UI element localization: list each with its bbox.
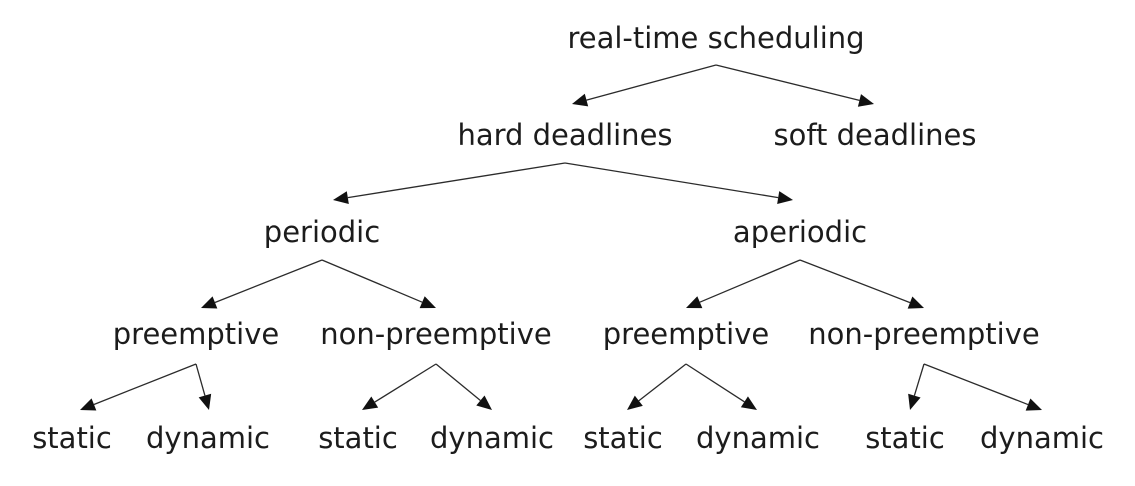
edge-root-to-hard xyxy=(572,64,717,107)
edge-line xyxy=(699,259,801,303)
arrowhead-icon xyxy=(572,93,589,107)
arrowhead-icon xyxy=(476,395,492,410)
edge-line xyxy=(913,363,925,396)
node-pp-static: static xyxy=(32,421,112,455)
arrowhead-icon xyxy=(777,191,793,205)
edge-hard-to-periodic xyxy=(333,162,566,205)
node-p-pre: preemptive xyxy=(113,317,279,351)
edge-line xyxy=(214,259,323,304)
edge-root-to-soft xyxy=(715,64,874,107)
edge-line xyxy=(564,162,779,199)
edge-line xyxy=(685,363,745,403)
edge-aperiodic-to-a-pre xyxy=(686,259,801,309)
edge-line xyxy=(923,363,1029,406)
edge-line xyxy=(715,64,860,102)
node-soft: soft deadlines xyxy=(773,118,976,152)
edge-line xyxy=(435,363,481,401)
arrowhead-icon xyxy=(198,393,212,410)
arrowhead-icon xyxy=(333,191,349,205)
arrowhead-icon xyxy=(201,296,218,309)
node-pp-dynamic: dynamic xyxy=(146,421,270,455)
edge-line xyxy=(195,363,206,396)
node-p-nonpre: non-preemptive xyxy=(320,317,551,351)
arrowhead-icon xyxy=(857,94,874,107)
node-group: real-time scheduling hard deadlines soft d… xyxy=(32,21,1104,455)
arrowhead-icon xyxy=(419,296,436,309)
edge-p-pre-to-pp-static xyxy=(80,363,197,411)
arrowhead-icon xyxy=(362,396,379,410)
edge-p-pre-to-pp-dynamic xyxy=(195,363,212,410)
edge-periodic-to-p-nonpre xyxy=(321,259,436,309)
arrowhead-icon xyxy=(80,398,97,411)
arrowhead-icon xyxy=(907,296,924,309)
edge-line xyxy=(799,259,911,304)
node-an-static: static xyxy=(865,421,945,455)
node-hard: hard deadlines xyxy=(457,118,672,152)
edge-a-pre-to-ap-static xyxy=(627,363,687,410)
arrowhead-icon xyxy=(686,296,703,309)
node-ap-static: static xyxy=(583,421,663,455)
edge-aperiodic-to-a-nonpre xyxy=(799,259,924,309)
node-an-dynamic: dynamic xyxy=(980,421,1104,455)
node-a-pre: preemptive xyxy=(603,317,769,351)
edge-periodic-to-p-pre xyxy=(201,259,323,309)
node-pn-static: static xyxy=(318,421,398,455)
arrowhead-icon xyxy=(740,396,757,410)
node-aperiodic: aperiodic xyxy=(733,215,867,249)
edge-line xyxy=(93,363,197,406)
edge-line xyxy=(638,363,687,402)
edge-p-nonpre-to-pn-static xyxy=(362,363,437,410)
edge-line xyxy=(374,363,437,403)
edge-line xyxy=(586,64,717,101)
edge-a-pre-to-ap-dynamic xyxy=(685,363,757,410)
edge-a-nonpre-to-an-dynamic xyxy=(923,363,1042,411)
node-a-nonpre: non-preemptive xyxy=(808,317,1039,351)
edge-p-nonpre-to-pn-dynamic xyxy=(435,363,492,410)
node-pn-dynamic: dynamic xyxy=(430,421,554,455)
edge-hard-to-aperiodic xyxy=(564,162,793,205)
arrowhead-icon xyxy=(1025,398,1042,411)
edge-group xyxy=(80,64,1042,411)
node-ap-dynamic: dynamic xyxy=(696,421,820,455)
edge-line xyxy=(321,259,423,303)
arrowhead-icon xyxy=(908,393,921,410)
node-periodic: periodic xyxy=(264,215,380,249)
edge-a-nonpre-to-an-static xyxy=(908,363,925,410)
edge-line xyxy=(347,162,566,199)
arrowhead-icon xyxy=(627,395,643,410)
node-root: real-time scheduling xyxy=(567,21,864,55)
